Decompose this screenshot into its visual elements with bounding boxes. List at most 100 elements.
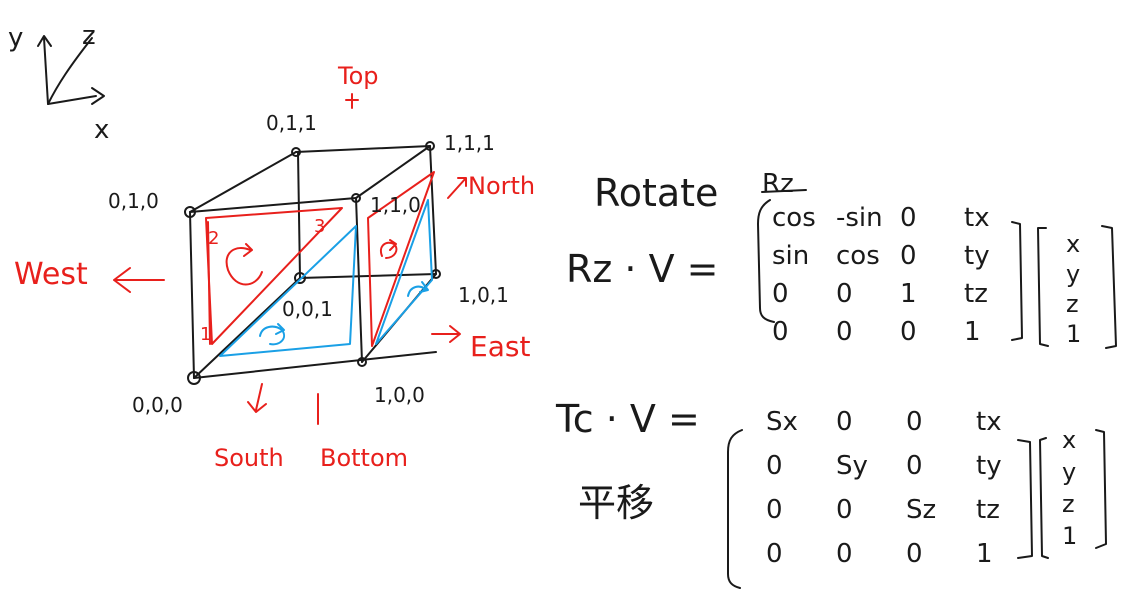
front-face-blue-triangle [219,225,357,357]
cube [184,141,441,385]
front-face-rotation-arrow [225,243,263,286]
tc-matrix-cell: 1 [976,539,993,569]
tc-equation-lhs: Tc · V = [555,397,700,441]
face-label-west: West [14,257,88,292]
x-axis-arrowhead [91,87,105,105]
vertex-marker [357,357,367,367]
east-face-red-triangle [367,171,435,347]
rz-matrix-right-bracket [1011,221,1023,341]
tc-matrix-cell: Sx [766,407,798,437]
z-axis-line [47,37,93,105]
tc-vector-entry: x [1062,426,1076,454]
tc-matrix-cell: 0 [906,451,923,481]
vertex-label-001: 0,0,1 [282,297,333,321]
rz-matrix-cell: 0 [836,317,853,347]
vertex-marker [187,371,201,385]
rz-matrix-cell: 0 [900,203,917,233]
tc-vector-entry: 1 [1062,522,1077,550]
rz-matrix-cell: 0 [900,317,917,347]
vertex-label-011: 0,1,1 [266,111,317,135]
vertex-label-110: 1,1,0 [370,193,421,217]
edge-number-1: 1 [200,324,211,345]
vertex-marker [291,147,301,157]
tc-vector-left-bracket [1039,437,1049,559]
tc-vector: xyz 1 [1062,426,1077,550]
vertex-marker [351,193,361,203]
tc-vector-right-bracket [1095,429,1107,549]
tc-matrix-cell: 0 [906,407,923,437]
y-axis-line [43,37,49,105]
edge-front-left [189,211,195,379]
tc-matrix-left-bracket [727,429,743,589]
rz-matrix-cell: -sin [836,203,883,233]
chinese-translate-label: 平移 [578,481,654,525]
west-arrow [113,267,165,293]
edge-back-top [295,145,431,153]
tc-matrix-cell: tz [976,495,1000,525]
vertex-label-111: 1,1,1 [444,131,495,155]
vertex-label-100: 1,0,0 [374,383,425,407]
rz-vector-entry: x [1066,230,1080,258]
rz-matrix-cell: 0 [772,317,789,347]
rz-matrix-cell: 1 [964,317,981,347]
front-face-blue-rotation-arrow [259,323,286,346]
tc-matrix-cell: Sz [906,495,936,525]
rz-header: Rz [762,169,794,199]
tc-matrix-cell: 0 [836,407,853,437]
rz-matrix-cell: sin [772,241,809,271]
tc-vector-entry: z [1062,490,1075,518]
tc-matrix-cell: 0 [766,539,783,569]
edge-number-3: 3 [314,216,325,237]
rz-equation-lhs: Rz · V = [566,247,719,291]
tc-matrix-cell: Sy [836,451,868,481]
z-axis-label: z [82,21,96,51]
tc-matrix-cell: tx [976,407,1002,437]
rz-matrix-left-bracket [757,199,775,323]
rz-vector-left-bracket [1037,227,1049,347]
vertex-marker [184,206,196,218]
face-label-bottom: Bottom [320,444,408,472]
face-label-south: South [214,444,284,472]
rz-matrix-cell: ty [964,241,990,271]
tc-matrix-cell: 0 [766,495,783,525]
rz-matrix-cell: cos [836,241,880,271]
edge-front-top [189,197,357,213]
rz-underline [761,189,807,193]
edge-bottom-left [193,277,301,379]
tc-matrix-cell: 0 [906,539,923,569]
rz-vector-entry: y [1066,260,1080,288]
tc-matrix-cell: 0 [836,539,853,569]
front-face-red-edge [207,221,211,345]
rz-matrix-cell: 0 [900,241,917,271]
y-axis-arrowhead [37,35,52,47]
axis-gizmo: y z x [8,21,109,145]
vertex-label-101: 1,0,1 [458,283,509,307]
face-label-east: East [470,330,530,363]
face-label-north: North [468,172,535,200]
x-axis-line [47,95,97,105]
vertex-label-000: 0,0,0 [132,393,183,417]
tc-matrix-cell: ty [976,451,1002,481]
edge-back-left [297,151,301,279]
tc-matrix-cell: 0 [766,451,783,481]
rz-vector-right-bracket [1101,225,1117,349]
rz-matrix-cell: tz [964,279,988,309]
vertex-marker [425,141,435,151]
east-arrow [431,325,461,343]
y-axis-label: y [8,23,23,53]
edge-front-right [355,197,363,363]
rz-matrix-cell: 0 [836,279,853,309]
rz-matrix-cell: tx [964,203,990,233]
tc-vector-entry: y [1062,458,1076,486]
rz-matrix-cell: 0 [772,279,789,309]
tc-matrix-cell: 0 [836,495,853,525]
edge-back-bottom [299,273,437,279]
face-label-top: Top [337,62,379,90]
rotate-label: Rotate [594,171,718,215]
rz-matrix-cell: cos [772,203,816,233]
edge-number-2: 2 [208,228,219,249]
